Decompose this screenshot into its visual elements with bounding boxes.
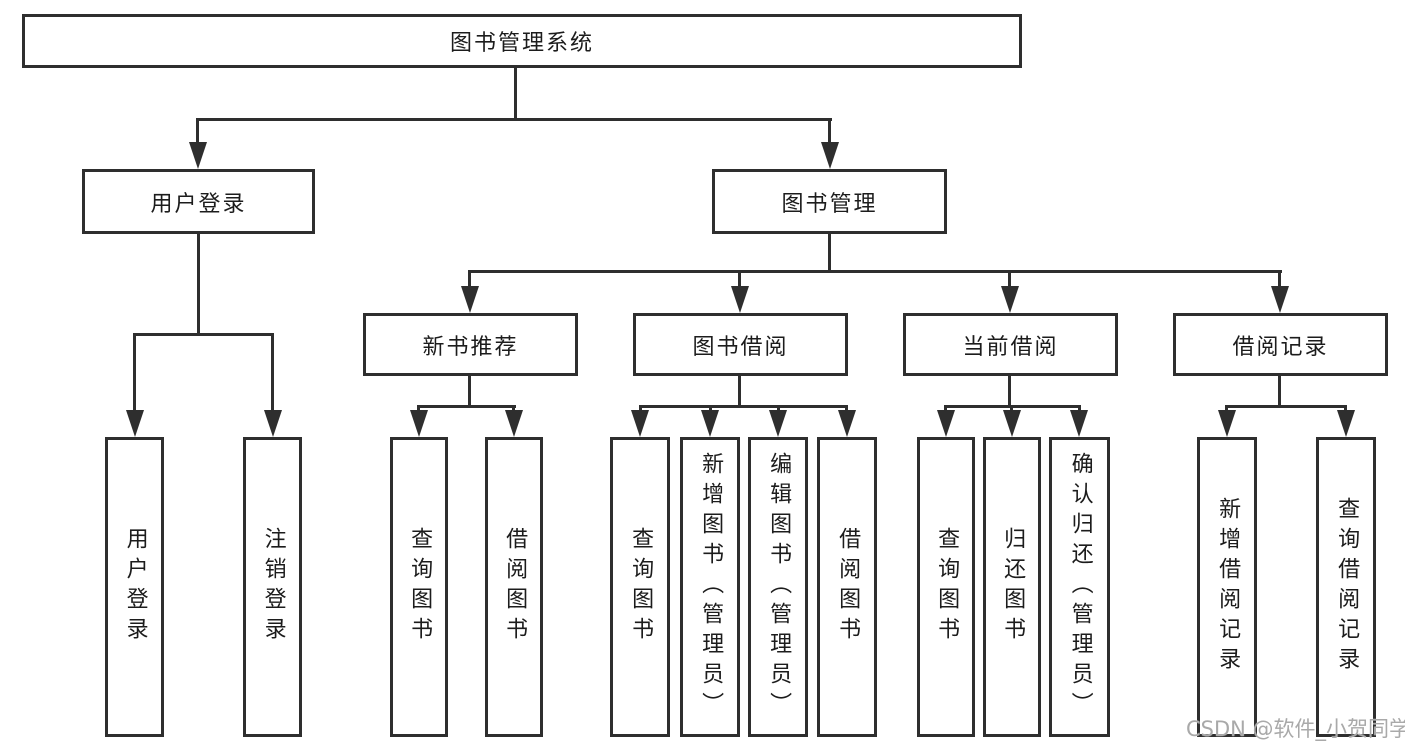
node-new-book-recommend: 新书推荐: [363, 313, 578, 376]
leaf-return-books: 归还图书: [983, 437, 1041, 737]
leaf-query-books: 查询图书: [917, 437, 975, 737]
leaf-label: 查询借阅记录: [1334, 497, 1360, 677]
arrow-down-icon: [264, 410, 282, 437]
node-book-management: 图书管理: [712, 169, 947, 234]
connector-line: [1278, 270, 1281, 289]
arrow-down-icon: [838, 410, 856, 437]
connector-line: [845, 405, 848, 413]
connector-line: [197, 234, 200, 335]
leaf-query-books: 查询图书: [390, 437, 448, 737]
leaf-label: 借阅图书: [835, 527, 861, 647]
connector-line: [944, 405, 947, 413]
arrow-down-icon: [1218, 410, 1236, 437]
leaf-borrow-books: 借阅图书: [485, 437, 543, 737]
arrow-down-icon: [769, 410, 787, 437]
arrow-down-icon: [1337, 410, 1355, 437]
arrow-down-icon: [937, 410, 955, 437]
connector-line: [1225, 405, 1347, 408]
connector-line: [828, 118, 831, 145]
node-label: 当前借阅: [962, 334, 1059, 360]
connector-line: [417, 405, 516, 408]
arrow-down-icon: [1271, 286, 1289, 313]
arrow-down-icon: [631, 410, 649, 437]
arrow-down-icon: [189, 142, 207, 169]
connector-line: [639, 405, 642, 413]
node-borrow-records: 借阅记录: [1173, 313, 1388, 376]
connector-line: [417, 405, 420, 413]
connector-line: [777, 405, 780, 413]
connector-line: [1008, 376, 1011, 407]
leaf-query-books: 查询图书: [610, 437, 670, 737]
arrow-down-icon: [821, 142, 839, 169]
leaf-label: 查询图书: [407, 527, 433, 647]
connector-line: [709, 405, 712, 413]
arrow-down-icon: [1003, 410, 1021, 437]
leaf-label: 查询图书: [934, 527, 960, 647]
connector-line: [738, 376, 741, 407]
leaf-confirm-return-admin: 确认归还（管理员）: [1049, 437, 1110, 737]
leaf-label: 用户登录: [122, 527, 148, 647]
arrow-down-icon: [701, 410, 719, 437]
node-label: 新书推荐: [422, 334, 519, 360]
connector-line: [1008, 270, 1011, 289]
connector-line: [469, 270, 1282, 273]
connector-line: [1278, 376, 1281, 407]
connector-line: [468, 270, 471, 289]
node-label: 图书借阅: [692, 334, 789, 360]
node-label: 用户登录: [150, 191, 247, 217]
leaf-label: 新增图书（管理员）: [698, 452, 724, 722]
arrow-down-icon: [731, 286, 749, 313]
leaf-label: 注销登录: [260, 527, 286, 647]
leaf-borrow-books: 借阅图书: [817, 437, 877, 737]
node-label: 图书管理: [781, 191, 878, 217]
leaf-label: 借阅图书: [502, 527, 528, 647]
leaf-user-login: 用户登录: [105, 437, 164, 737]
connector-line: [1010, 405, 1013, 413]
node-book-borrow: 图书借阅: [633, 313, 848, 376]
connector-line: [271, 333, 274, 411]
leaf-label: 编辑图书（管理员）: [766, 452, 792, 722]
connector-line: [468, 376, 471, 407]
connector-line: [196, 118, 832, 121]
node-user-login: 用户登录: [82, 169, 315, 234]
node-label: 借阅记录: [1232, 334, 1329, 360]
connector-line: [133, 333, 136, 411]
leaf-logout: 注销登录: [243, 437, 302, 737]
node-root-label: 图书管理系统: [449, 31, 594, 56]
connector-line: [1225, 405, 1228, 413]
arrow-down-icon: [1001, 286, 1019, 313]
leaf-label: 新增借阅记录: [1215, 497, 1241, 677]
connector-line: [639, 405, 848, 408]
leaf-edit-books-admin: 编辑图书（管理员）: [748, 437, 808, 737]
watermark: CSDN @软件_小贺同学: [1186, 717, 1405, 741]
connector-line: [828, 234, 831, 273]
leaf-add-borrow-record: 新增借阅记录: [1197, 437, 1257, 737]
arrow-down-icon: [410, 410, 428, 437]
leaf-label: 查询图书: [628, 527, 654, 647]
connector-line: [133, 333, 274, 336]
leaf-label: 确认归还（管理员）: [1067, 452, 1093, 722]
arrow-down-icon: [505, 410, 523, 437]
leaf-label: 归还图书: [1000, 527, 1026, 647]
connector-line: [514, 68, 517, 121]
arrow-down-icon: [126, 410, 144, 437]
leaf-query-borrow-record: 查询借阅记录: [1316, 437, 1376, 737]
connector-line: [738, 270, 741, 289]
node-root: 图书管理系统: [22, 14, 1022, 68]
connector-line: [196, 118, 199, 145]
connector-line: [1344, 405, 1347, 413]
arrow-down-icon: [461, 286, 479, 313]
connector-line: [512, 405, 515, 413]
connector-line: [1078, 405, 1081, 413]
leaf-add-books-admin: 新增图书（管理员）: [680, 437, 740, 737]
arrow-down-icon: [1070, 410, 1088, 437]
node-current-borrow: 当前借阅: [903, 313, 1118, 376]
